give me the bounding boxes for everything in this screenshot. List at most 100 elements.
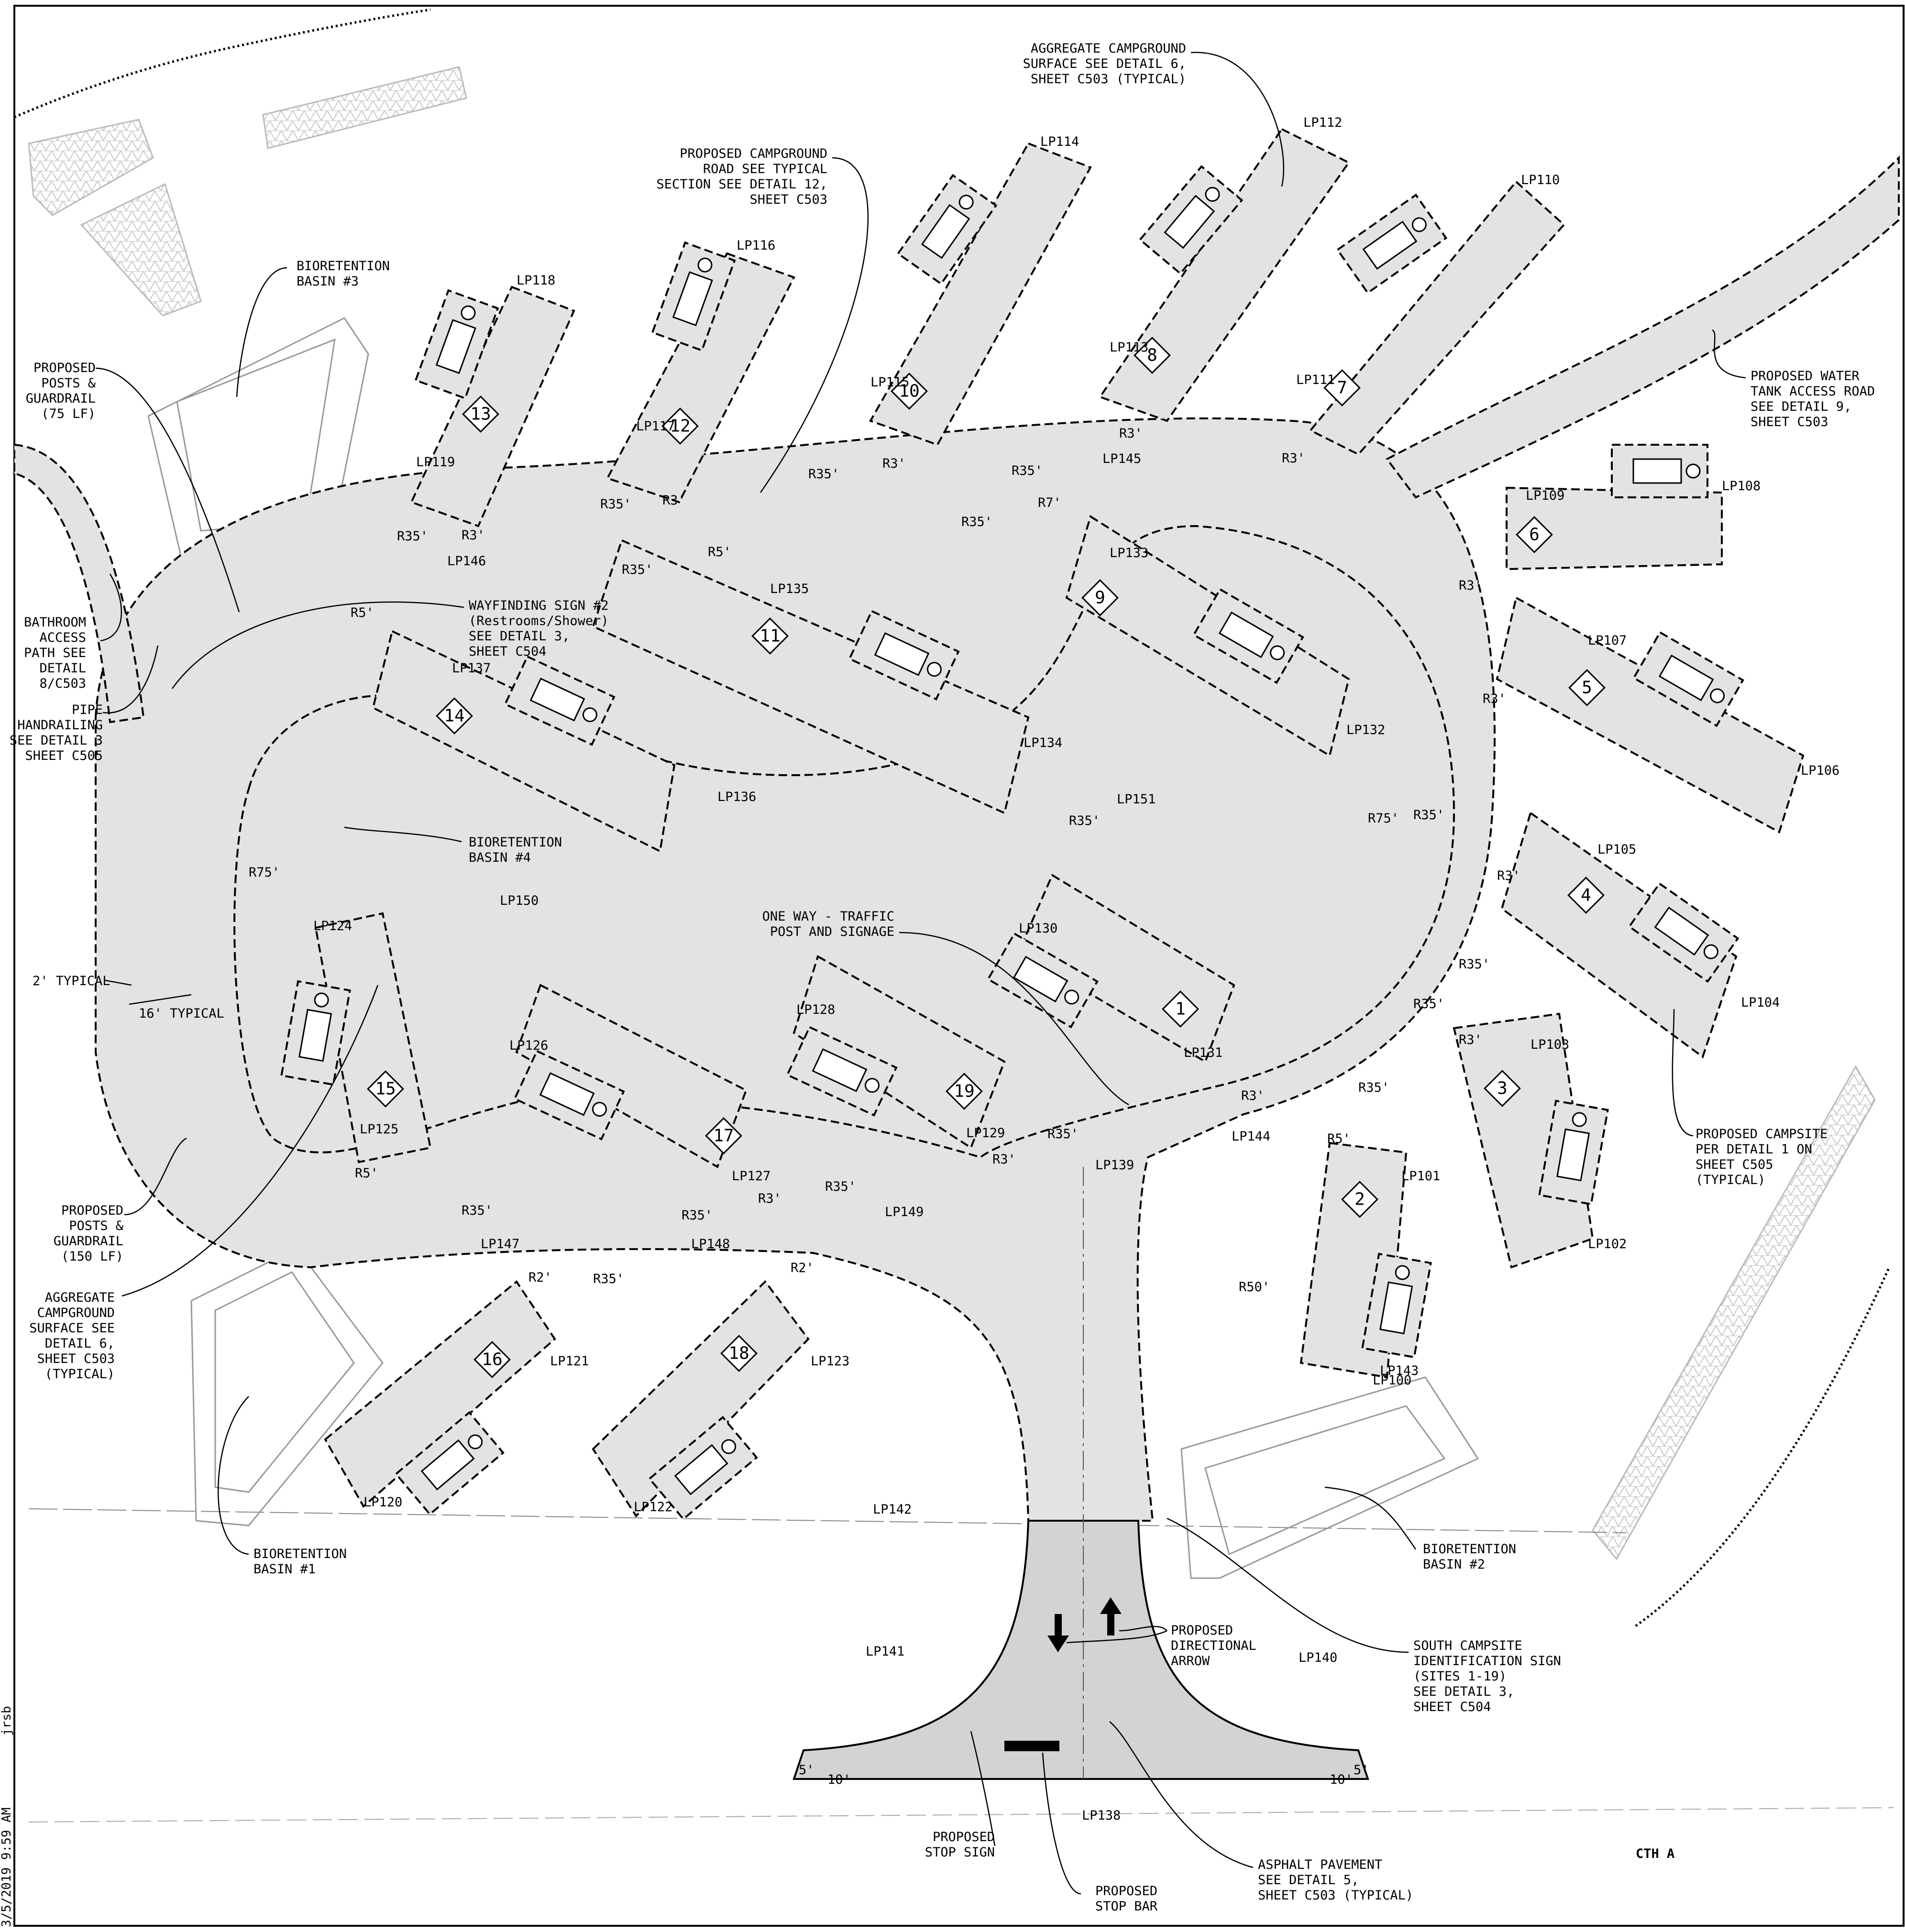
layout-point-lp120: LP120: [363, 1495, 402, 1510]
layout-point-lp101: LP101: [1401, 1169, 1440, 1184]
layout-point-lp110: LP110: [1521, 173, 1560, 187]
campsite-pads: [280, 165, 1744, 1521]
radius-label: R5': [1327, 1131, 1351, 1146]
site-tag-diamond: [1568, 669, 1606, 706]
leader-wayfind: [171, 601, 464, 689]
fire-ring: [926, 662, 942, 677]
fire-ring: [1411, 217, 1427, 232]
site-9-tag: 9: [1081, 579, 1119, 616]
spur-17: [515, 984, 748, 1168]
water-tank-access-road: [1385, 155, 1900, 499]
fire-ring: [1064, 989, 1079, 1005]
radius-label: R35': [593, 1272, 624, 1286]
treeline-nw: [14, 8, 431, 119]
hatched-area-nw: [28, 119, 154, 216]
note-line: SHEET C503 (TYPICAL): [1258, 1888, 1413, 1903]
radius-label: R35': [825, 1179, 856, 1194]
site-tag-diamond: [1081, 579, 1119, 616]
note-line: ACCESS: [39, 630, 86, 645]
layout-point-lp124: LP124: [313, 919, 352, 933]
layout-point-lp150: LP150: [500, 893, 539, 908]
site-tag-diamond: [1162, 990, 1199, 1028]
layout-point-lp106: LP106: [1801, 763, 1839, 778]
note-line: BIORETENTION: [253, 1547, 347, 1561]
site-tag-diamond: [1341, 1181, 1378, 1218]
layout-point-lp131: LP131: [1184, 1045, 1222, 1060]
note-line: PATH SEE: [24, 646, 86, 660]
note-line: SEE DETAIL 9,: [1751, 399, 1851, 414]
site-5-tag: 5: [1568, 669, 1606, 706]
note-line: ARROW: [1171, 1654, 1210, 1669]
note-line: PROPOSED CAMPGROUND: [680, 146, 827, 161]
layout-point-lp151: LP151: [1117, 792, 1156, 807]
picnic-table: [1556, 1128, 1590, 1182]
picnic-table: [672, 271, 713, 327]
leader-agg-top: [1190, 52, 1284, 187]
spur-3: [1453, 1012, 1594, 1269]
spur-12: [606, 252, 795, 504]
picnic-table: [298, 1009, 332, 1062]
radius-label: R35': [1069, 813, 1100, 828]
site-number-label: 10: [899, 382, 919, 401]
layout-point-lp102: LP102: [1588, 1237, 1627, 1251]
note-line: POSTS &: [69, 1218, 124, 1233]
site-tag-diamond: [946, 1073, 983, 1110]
note-line: (75 LF): [41, 406, 96, 421]
layout-point-lp129: LP129: [966, 1126, 1005, 1141]
radius-label: R75': [1368, 811, 1399, 826]
radius-label: R75': [249, 865, 280, 880]
row-line-upper: [28, 1508, 1627, 1533]
layout-point-lp123: LP123: [811, 1354, 849, 1369]
note-line: (TYPICAL): [45, 1367, 115, 1382]
spur-11: [592, 539, 1030, 814]
site-4-tag: 4: [1567, 877, 1605, 914]
leader-posts75: [95, 367, 240, 613]
spur-16: [324, 1280, 556, 1508]
site-tag-diamond: [1516, 516, 1553, 553]
layout-point-lp109: LP109: [1526, 488, 1564, 503]
note-line: STOP SIGN: [925, 1845, 995, 1860]
layout-point-labels: LP100LP101LP102LP103LP104LP105LP106LP107…: [313, 115, 1839, 1823]
picnic-table: [921, 204, 970, 259]
site-number-label: 18: [728, 1344, 749, 1363]
campsite-pad-7: [1336, 193, 1448, 295]
asphalt-entrance: [793, 1520, 1369, 1780]
fire-ring: [721, 1439, 737, 1454]
radius-label: R3': [1459, 1032, 1482, 1047]
layout-point-lp115: LP115: [870, 375, 909, 390]
fire-ring: [1395, 1265, 1410, 1280]
layout-point-lp114: LP114: [1040, 134, 1079, 149]
site-number-label: 12: [670, 417, 690, 436]
campsite-pad-14: [504, 655, 616, 746]
site-number-label: 1: [1175, 999, 1186, 1019]
layout-point-lp130: LP130: [1019, 921, 1057, 936]
campsite-pad-12: [651, 241, 736, 352]
spur-7: [1309, 180, 1565, 456]
picnic-table: [1164, 195, 1215, 249]
picnic-table: [1362, 220, 1418, 270]
hatched-area-se: [1592, 1065, 1876, 1560]
picnic-table: [874, 632, 930, 676]
layout-point-lp107: LP107: [1588, 633, 1627, 648]
layout-point-lp133: LP133: [1110, 546, 1148, 560]
picnic-table: [435, 319, 476, 374]
note-line: HANDRAILING: [17, 718, 103, 733]
margin-stamp-user: jrsb: [0, 1706, 14, 1736]
margin-stamp-date: 3/5/2019 9:59 AM: [0, 1808, 14, 1927]
note-line: SECTION SEE DETAIL 12,: [656, 177, 827, 192]
radius-label: R5': [351, 605, 374, 620]
radius-label: R5': [355, 1166, 378, 1181]
leader-pipe: [102, 645, 159, 714]
layout-point-lp112: LP112: [1303, 115, 1342, 130]
note-wayfind: WAYFINDING SIGN #2(Restrooms/Shower)SEE …: [469, 598, 609, 659]
note-line: DETAIL 6,: [45, 1336, 115, 1351]
note-line: GUARDRAIL: [54, 1234, 123, 1249]
note-line: PIPE: [72, 703, 103, 717]
note-line: SHEET C504: [469, 644, 547, 659]
campsite-pad-1: [987, 932, 1099, 1029]
note-line: SHEET C503: [1751, 415, 1828, 429]
site-tag-diamond: [705, 1117, 742, 1154]
